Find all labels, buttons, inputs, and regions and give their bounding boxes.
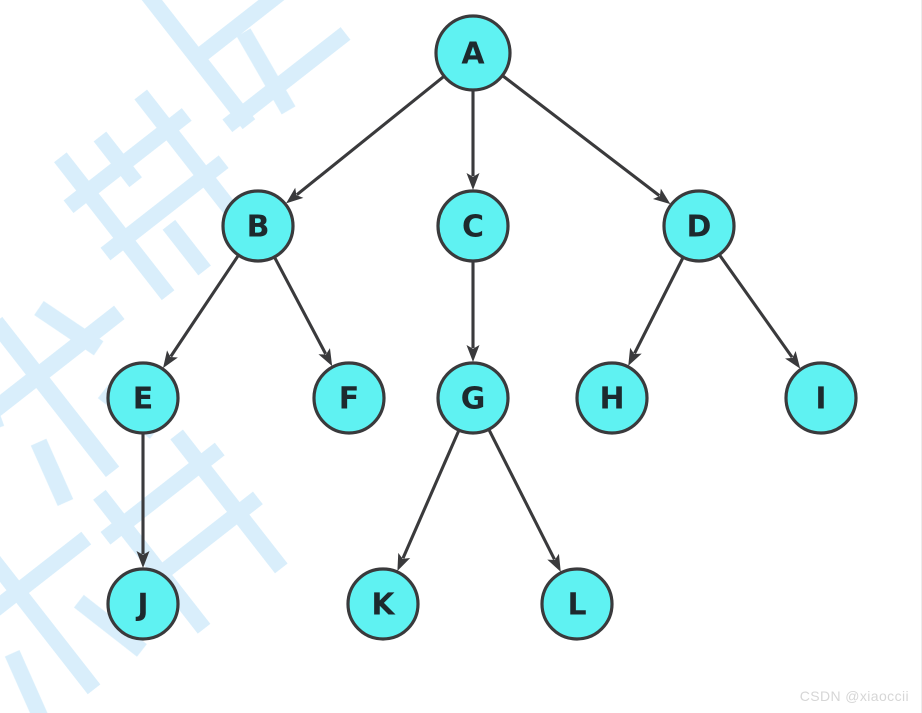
edge-g-k: [397, 430, 461, 572]
nodes-layer: A B C D E F G H I J K L: [106, 14, 858, 641]
tree-node-g[interactable]: G: [436, 361, 510, 435]
edges-layer: [136, 74, 801, 572]
tree-node-i[interactable]: I: [784, 361, 858, 435]
tree-node-j[interactable]: J: [106, 567, 180, 641]
edge-a-c: [466, 91, 480, 190]
arrowhead-icon: [466, 345, 480, 362]
node-label: L: [567, 588, 586, 623]
edge-line: [633, 257, 685, 355]
node-label: C: [462, 210, 484, 245]
edge-e-j: [136, 434, 150, 568]
node-circle[interactable]: [540, 567, 614, 641]
arrowhead-icon: [286, 187, 304, 204]
arrowhead-icon: [652, 188, 671, 205]
edge-line: [487, 429, 556, 561]
node-circle[interactable]: [436, 361, 510, 435]
edge-b-f: [273, 257, 333, 367]
node-circle[interactable]: [575, 361, 649, 435]
edge-line: [502, 74, 661, 197]
tree-node-c[interactable]: C: [436, 189, 510, 263]
edge-line: [169, 255, 240, 358]
edge-g-l: [487, 429, 561, 572]
tree-node-h[interactable]: H: [575, 361, 649, 435]
node-label: B: [247, 210, 270, 245]
node-label: J: [135, 588, 148, 623]
credit-watermark: CSDN @xiaoccii: [799, 688, 909, 704]
node-label: H: [599, 382, 624, 417]
tree-node-d[interactable]: D: [662, 189, 736, 263]
node-circle[interactable]: [436, 189, 510, 263]
arrowhead-icon: [163, 350, 178, 369]
node-label: I: [815, 382, 826, 417]
tree-node-l[interactable]: L: [540, 567, 614, 641]
tree-node-a[interactable]: A: [434, 14, 512, 92]
edge-line: [718, 254, 794, 359]
edge-a-d: [502, 74, 671, 205]
arrowhead-icon: [318, 348, 333, 367]
node-label: K: [371, 588, 396, 623]
tree-node-e[interactable]: E: [106, 361, 180, 435]
edge-d-i: [718, 254, 801, 369]
node-circle[interactable]: [784, 361, 858, 435]
node-label: G: [461, 382, 486, 417]
edge-line: [401, 430, 461, 559]
arrowhead-icon: [466, 173, 480, 190]
edge-b-e: [163, 255, 240, 369]
edge-a-b: [286, 75, 445, 204]
node-label: A: [461, 37, 485, 72]
edge-d-h: [628, 257, 685, 366]
tree-node-k[interactable]: K: [346, 567, 420, 641]
node-label: D: [687, 210, 712, 245]
arrowhead-icon: [785, 351, 801, 369]
edge-line: [295, 75, 445, 196]
node-circle[interactable]: [312, 361, 386, 435]
node-label: F: [339, 382, 360, 417]
edge-c-g: [466, 262, 480, 362]
arrowhead-icon: [628, 347, 642, 366]
node-circle[interactable]: [346, 567, 420, 641]
arrowhead-icon: [547, 553, 561, 572]
tree-node-f[interactable]: F: [312, 361, 386, 435]
node-circle[interactable]: [434, 14, 512, 92]
edge-line: [273, 257, 328, 355]
node-label: E: [133, 382, 154, 417]
tree-node-b[interactable]: B: [221, 189, 295, 263]
arrowhead-icon: [397, 552, 411, 572]
node-circle[interactable]: [662, 189, 736, 263]
